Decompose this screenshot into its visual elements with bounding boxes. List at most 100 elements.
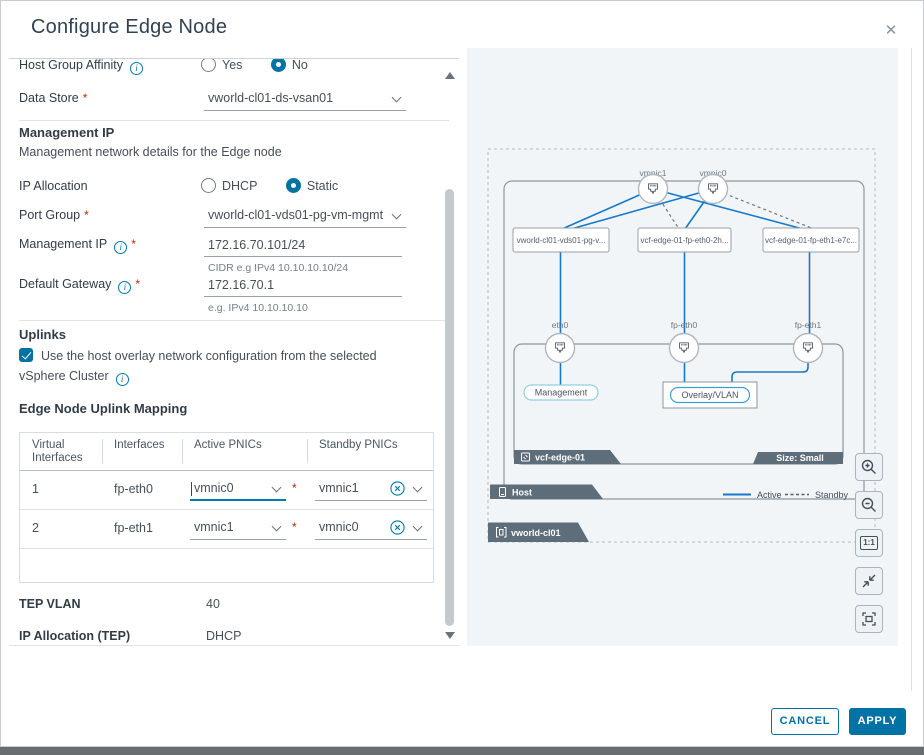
clear-selection-icon[interactable]	[390, 520, 405, 535]
overlay-vlan-box: Overlay/VLAN	[662, 381, 758, 409]
management-ip-field-wrap	[204, 235, 402, 257]
scrollbar-thumb[interactable]	[445, 189, 454, 626]
legend-active-label: Active	[757, 490, 782, 500]
cluster-tab: vworld-cl01	[488, 522, 589, 542]
legend: Active Standby	[723, 490, 849, 500]
clear-selection-icon[interactable]	[390, 481, 405, 496]
col-virtual-interfaces: Virtual Interfaces	[32, 439, 83, 464]
port-group-1-label: vworld-cl01-vds01-pg-v...	[517, 236, 606, 245]
host-tab-label: Host	[512, 488, 532, 498]
uplink-mapping-table: Virtual Interfaces Interfaces Active PNI…	[19, 432, 434, 583]
default-gateway-field-wrap	[204, 275, 402, 297]
cluster-icon	[496, 527, 507, 538]
collapse-button[interactable]	[855, 567, 883, 595]
collapse-icon	[862, 574, 876, 588]
legend-standby-label: Standby	[815, 490, 849, 500]
table-row: 2 fp-eth1 vmnic1 * vmnic0	[20, 510, 433, 549]
host-group-affinity-no-radio[interactable]: No	[270, 59, 308, 72]
edge-node-tab: vcf-edge-01	[514, 450, 621, 464]
tep-vlan-value: 40	[206, 597, 220, 611]
info-icon[interactable]: i	[114, 241, 128, 254]
cluster-tab-label: vworld-cl01	[511, 528, 561, 538]
vmnic1-label: vmnic1	[640, 168, 667, 178]
apply-button[interactable]: APPLY	[849, 708, 906, 735]
dialog-scrollbar-track[interactable]	[911, 48, 912, 691]
edge-interface-nodes: eth0 fp-eth0 fp-eth1	[544, 320, 824, 364]
standby-pnic-select[interactable]: vmnic0	[315, 518, 427, 540]
size-banner: Size: Small	[753, 452, 843, 464]
dialog-title: Configure Edge Node	[31, 16, 228, 38]
table-header-row: Virtual Interfaces Interfaces Active PNI…	[20, 433, 433, 471]
default-gateway-input[interactable]	[204, 275, 402, 295]
edge-node-tab-label: vcf-edge-01	[535, 453, 585, 463]
management-ip-hint: CIDR e.g IPv4 10.10.10.10/24	[208, 262, 349, 274]
info-icon[interactable]: i	[118, 281, 132, 294]
fp-eth1-label: fp-eth1	[795, 320, 822, 330]
col-standby-pnics: Standby PNICs	[307, 433, 433, 470]
zoom-in-button[interactable]	[855, 453, 883, 481]
vmnic0-label: vmnic0	[700, 168, 727, 178]
management-ip-section-title: Management IP	[19, 125, 115, 140]
zoom-out-button[interactable]	[855, 491, 883, 519]
chevron-down-icon	[391, 209, 402, 220]
ip-allocation-static-radio[interactable]: Static	[285, 178, 338, 193]
pg-links	[559, 251, 811, 385]
host-overlay-checkbox-row: Use the host overlay network configurati…	[19, 346, 421, 386]
divider	[19, 120, 449, 121]
scrollbar-up-arrow[interactable]	[445, 72, 455, 79]
active-pnic-select[interactable]: vmnic0	[190, 479, 286, 501]
cancel-button[interactable]: CANCEL	[771, 708, 839, 735]
topology-panel: vworld-cl01-vds01-pg-v... vcf-edge-01-fp…	[467, 48, 898, 646]
col-interfaces: Interfaces	[102, 433, 182, 470]
port-group-select[interactable]: vworld-cl01-vds01-pg-vm-mgmt	[204, 206, 406, 228]
topology-diagram: vworld-cl01-vds01-pg-v... vcf-edge-01-fp…	[487, 148, 876, 543]
info-icon[interactable]: i	[115, 373, 129, 386]
data-store-label: Data Store	[19, 91, 87, 105]
fp-eth0-label: fp-eth0	[671, 320, 698, 330]
management-ip-section-subtitle: Management network details for the Edge …	[19, 145, 282, 159]
chevron-down-icon	[412, 482, 423, 493]
info-icon[interactable]: i	[130, 62, 143, 75]
scrollbar-down-arrow[interactable]	[445, 632, 455, 639]
size-banner-label: Size: Small	[776, 453, 824, 463]
port-group-2-label: vcf-edge-01-fp-eth0-2h...	[640, 236, 728, 245]
data-store-select[interactable]: vworld-cl01-ds-vsan01	[204, 89, 406, 111]
active-links	[561, 188, 804, 230]
table-empty-row	[20, 549, 433, 582]
standby-pnic-select[interactable]: vmnic1	[315, 479, 427, 501]
host-group-affinity-yes-radio[interactable]: Yes	[201, 59, 242, 72]
chevron-down-icon	[271, 482, 282, 493]
eth0-label: eth0	[552, 320, 569, 330]
chevron-down-icon	[412, 521, 423, 532]
overlay-vlan-label: Overlay/VLAN	[681, 390, 738, 400]
zoom-reset-button[interactable]: 1:1	[855, 529, 883, 557]
col-active-pnics: Active PNICs	[182, 433, 307, 470]
management-ip-input[interactable]	[204, 235, 402, 255]
fit-to-screen-button[interactable]	[855, 605, 883, 633]
ip-allocation-dhcp-radio[interactable]: DHCP	[201, 178, 257, 193]
close-icon[interactable]: ✕	[884, 22, 898, 39]
chevron-down-icon	[391, 92, 402, 103]
management-pill: Management	[523, 384, 599, 401]
management-pill-label: Management	[535, 388, 588, 398]
divider	[19, 320, 449, 321]
host-overlay-checkbox[interactable]	[19, 348, 33, 362]
host-boundary	[503, 180, 865, 500]
table-row: 1 fp-eth0 vmnic0 * vmnic1	[20, 471, 433, 510]
uplink-mapping-title: Edge Node Uplink Mapping	[19, 401, 188, 416]
host-icon	[499, 487, 506, 497]
active-pnic-select[interactable]: vmnic1	[190, 518, 286, 540]
port-group-label: Port Group	[19, 208, 89, 222]
port-group-3-label: vcf-edge-01-fp-eth1-e7c...	[765, 236, 857, 245]
host-overlay-checkbox-label: Use the host overlay network configurati…	[19, 349, 377, 383]
ip-allocation-tep-value: DHCP	[206, 629, 242, 643]
tep-vlan-label: TEP VLAN	[19, 597, 81, 611]
port-group-boxes: vworld-cl01-vds01-pg-v... vcf-edge-01-fp…	[512, 227, 860, 253]
chevron-down-icon	[271, 521, 282, 532]
uplinks-section-title: Uplinks	[19, 327, 66, 342]
